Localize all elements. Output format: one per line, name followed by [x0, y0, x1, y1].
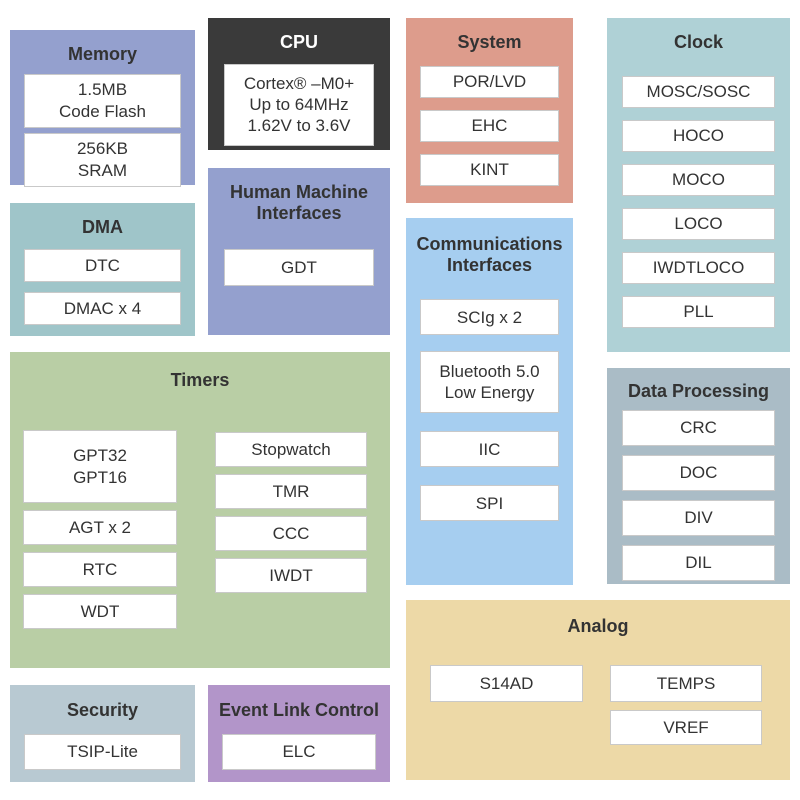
system-title: System	[457, 32, 522, 52]
block-cpu: CPU Cortex® –M0+ Up to 64MHz 1.62V to 3.…	[208, 18, 390, 150]
timers-title: Timers	[170, 370, 230, 390]
memory-box-code-flash: 1.5MB Code Flash	[24, 73, 181, 128]
timers-box-stopwatch: Stopwatch	[215, 432, 367, 467]
dma-box-dtc: DTC	[24, 248, 181, 282]
dataproc-box-div: DIV	[622, 499, 775, 536]
analog-box-vref: VREF	[610, 710, 762, 745]
clock-box-loco: LOCO	[622, 207, 775, 240]
block-data-processing: Data Processing CRC DOC DIV DIL	[607, 368, 790, 584]
elc-box-elc: ELC	[222, 733, 376, 770]
system-box-ehc: EHC	[420, 109, 559, 142]
system-box-por-lvd: POR/LVD	[420, 65, 559, 98]
timers-right-column: Stopwatch TMR CCC IWDT	[215, 432, 367, 593]
memory-title: Memory	[67, 44, 138, 64]
hmi-box-gdt: GDT	[224, 249, 374, 287]
timers-box-agt-x2: AGT x 2	[23, 510, 177, 545]
clock-box-pll: PLL	[622, 295, 775, 328]
hmi-title: Human Machine Interfaces	[229, 182, 369, 223]
timers-box-wdt: WDT	[23, 594, 177, 629]
cpu-box-cortex-m0plus: Cortex® –M0+ Up to 64MHz 1.62V to 3.6V	[224, 63, 374, 146]
comm-title: Communications Interfaces	[416, 234, 563, 275]
block-security: Security TSIP-Lite	[10, 685, 195, 782]
dataproc-box-crc: CRC	[622, 409, 775, 446]
block-event-link-control: Event Link Control ELC	[208, 685, 390, 782]
cpu-title: CPU	[279, 32, 318, 52]
block-communications-interfaces: Communications Interfaces SCIg x 2 Bluet…	[406, 218, 573, 585]
clock-box-moco: MOCO	[622, 163, 775, 196]
block-clock: Clock MOSC/SOSC HOCO MOCO LOCO IWDTLOCO …	[607, 18, 790, 352]
block-dma: DMA DTC DMAC x 4	[10, 203, 195, 336]
timers-box-gpt32-gpt16: GPT32 GPT16	[23, 430, 177, 503]
block-timers: Timers GPT32 GPT16 AGT x 2 RTC WDT Stopw…	[10, 352, 390, 668]
analog-box-s14ad: S14AD	[430, 665, 583, 702]
clock-title: Clock	[673, 32, 724, 52]
block-system: System POR/LVD EHC KINT	[406, 18, 573, 203]
block-human-machine-interfaces: Human Machine Interfaces GDT	[208, 168, 390, 335]
comm-box-scig-x2: SCIg x 2	[420, 299, 559, 336]
comm-box-bluetooth-le: Bluetooth 5.0 Low Energy	[420, 351, 559, 414]
timers-box-rtc: RTC	[23, 552, 177, 587]
analog-box-temps: TEMPS	[610, 665, 762, 702]
system-box-kint: KINT	[420, 153, 559, 186]
security-box-tsip-lite: TSIP-Lite	[24, 733, 181, 770]
timers-box-ccc: CCC	[215, 516, 367, 551]
clock-box-hoco: HOCO	[622, 119, 775, 152]
dataproc-box-doc: DOC	[622, 454, 775, 491]
comm-box-iic: IIC	[420, 431, 559, 468]
memory-box-sram: 256KB SRAM	[24, 132, 181, 187]
block-analog: Analog S14AD TEMPS VREF	[406, 600, 790, 780]
dataproc-box-dil: DIL	[622, 544, 775, 581]
analog-title: Analog	[567, 616, 629, 636]
clock-box-iwdtloco: IWDTLOCO	[622, 251, 775, 284]
timers-left-column: GPT32 GPT16 AGT x 2 RTC WDT	[23, 430, 177, 629]
security-title: Security	[66, 700, 139, 720]
block-memory: Memory 1.5MB Code Flash 256KB SRAM	[10, 30, 195, 187]
timers-box-tmr: TMR	[215, 474, 367, 509]
clock-box-mosc-sosc: MOSC/SOSC	[622, 75, 775, 108]
timers-box-iwdt: IWDT	[215, 558, 367, 593]
elc-title: Event Link Control	[218, 700, 379, 720]
dma-title: DMA	[82, 217, 123, 237]
dma-box-dmac-x4: DMAC x 4	[24, 291, 181, 325]
comm-box-spi: SPI	[420, 485, 559, 522]
dataproc-title: Data Processing	[627, 381, 770, 401]
